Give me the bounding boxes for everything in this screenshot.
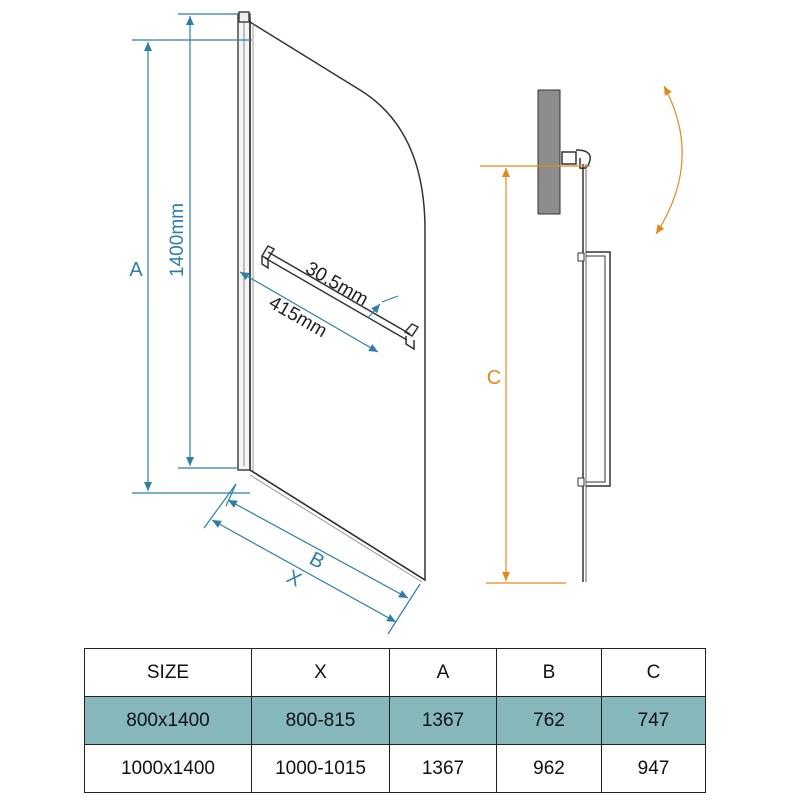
- cell-a: 1367: [389, 744, 497, 793]
- header-x: X: [251, 648, 390, 697]
- label-c: C: [487, 367, 501, 389]
- dimension-lines-blue: [132, 13, 421, 635]
- cell-b: 762: [496, 696, 602, 745]
- cell-b: 962: [496, 744, 602, 793]
- header-size: SIZE: [84, 648, 252, 697]
- table-header-row: SIZE X A B C: [84, 648, 706, 697]
- header-b: B: [496, 648, 602, 697]
- cell-x: 800-815: [251, 696, 390, 745]
- rotation-arrow-icon: [655, 85, 683, 235]
- cell-size: 800x1400: [84, 696, 252, 745]
- cell-c: 947: [601, 744, 706, 793]
- cell-a: 1367: [389, 696, 497, 745]
- label-a: A: [129, 259, 143, 281]
- label-1400mm: 1400mm: [167, 203, 188, 277]
- cell-c: 747: [601, 696, 706, 745]
- label-b: B: [306, 548, 328, 574]
- side-view: [537, 89, 611, 582]
- table-row: 800x1400 800-815 1367 762 747: [84, 696, 706, 745]
- size-table: SIZE X A B C 800x1400 800-815 1367 762 7…: [84, 648, 706, 793]
- shower-screen-diagram: A 1400mm 30.5mm 415mm B X C: [129, 11, 683, 635]
- header-c: C: [601, 648, 706, 697]
- header-a: A: [389, 648, 497, 697]
- cell-x: 1000-1015: [251, 744, 390, 793]
- label-415mm: 415mm: [265, 292, 330, 342]
- label-x: X: [283, 566, 305, 592]
- cell-size: 1000x1400: [84, 744, 252, 793]
- dimension-lines-orange: [480, 85, 683, 584]
- table-row: 1000x1400 1000-1015 1367 962 947: [84, 744, 706, 793]
- label-30-5mm: 30.5mm: [302, 258, 372, 311]
